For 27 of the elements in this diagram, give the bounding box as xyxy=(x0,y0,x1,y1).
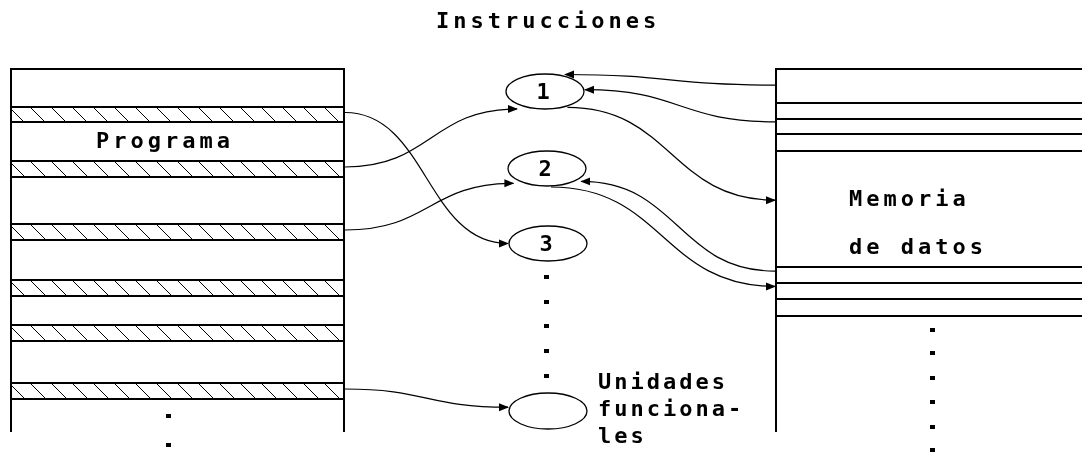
arrow xyxy=(584,85,776,123)
node-label: 1 xyxy=(536,80,554,103)
hatched-bar xyxy=(10,324,345,342)
functional-unit-circle xyxy=(508,225,588,262)
hatched-bar xyxy=(10,106,345,123)
node-label: 2 xyxy=(538,157,556,180)
arrow xyxy=(564,70,776,86)
arrow xyxy=(550,186,776,290)
heading-label: Instrucciones xyxy=(436,10,661,32)
arrow xyxy=(344,105,518,168)
hatched-bar xyxy=(10,160,345,178)
arrow xyxy=(566,106,776,204)
node-label: Programa xyxy=(96,128,234,153)
hatched-bar xyxy=(10,223,345,241)
arrow xyxy=(344,179,515,231)
hatched-bar xyxy=(10,382,345,400)
arrow xyxy=(344,388,509,412)
functional-unit-circle xyxy=(505,73,585,110)
program-memory-block xyxy=(10,68,345,432)
arrow xyxy=(580,178,776,272)
node-label: 3 xyxy=(539,232,557,255)
data-memory-block xyxy=(775,68,1082,432)
arrow xyxy=(344,111,509,247)
functional-unit-circle xyxy=(507,150,587,187)
functional-unit-circle xyxy=(508,392,588,430)
node-label: Memoria de datos xyxy=(849,186,987,259)
hatched-bar xyxy=(10,279,345,297)
